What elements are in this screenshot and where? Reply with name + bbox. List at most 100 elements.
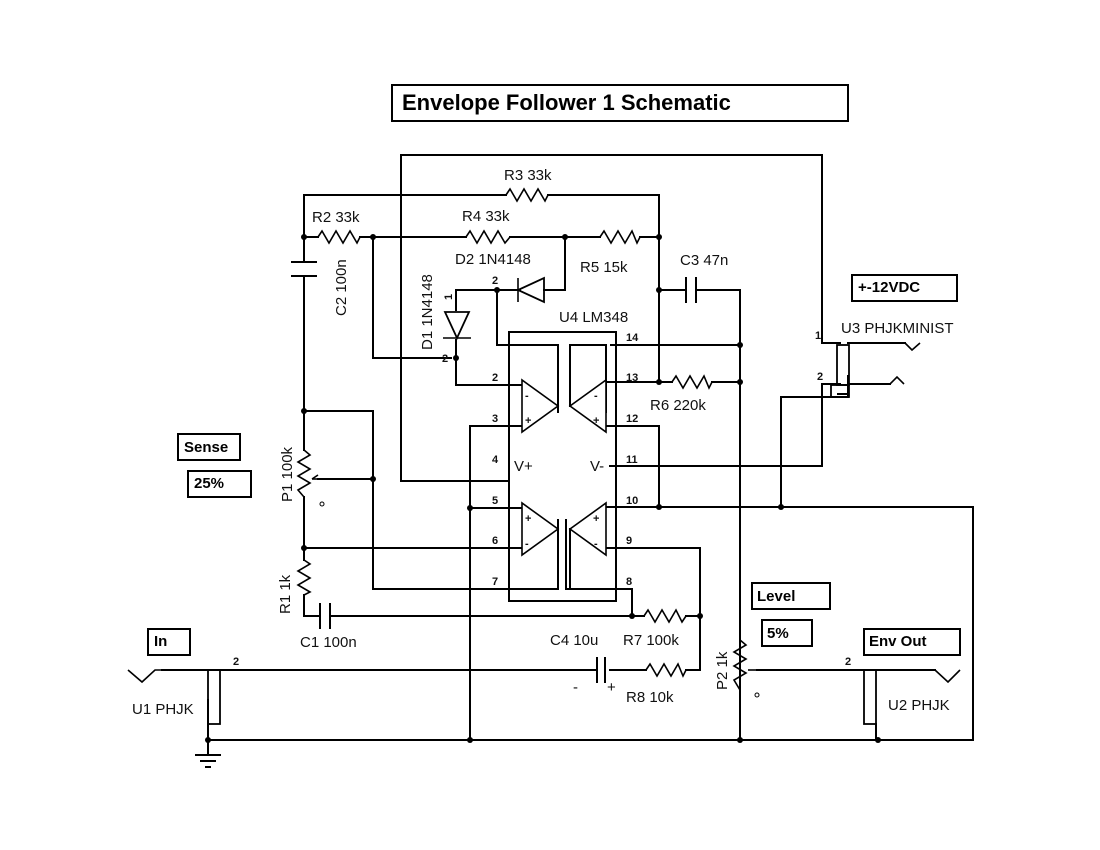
r2-label: R2 33k [312, 209, 360, 226]
svg-text:5: 5 [492, 495, 498, 507]
r8-label: R8 10k [626, 689, 674, 706]
u4-label: U4 LM348 [559, 309, 628, 326]
c4-label: C4 10u [550, 632, 598, 649]
wires [161, 154, 974, 756]
u2-label: U2 PHJK [888, 697, 950, 714]
level-label-box [751, 582, 831, 610]
wire-r1-c1 [303, 594, 321, 617]
opamp-a [521, 378, 560, 434]
svg-text:1: 1 [443, 294, 455, 300]
wire-d1-pin2 [455, 339, 523, 386]
capacitor-c3[interactable]: C3 47n [680, 252, 728, 303]
svg-text:7: 7 [492, 576, 498, 588]
level-label: Level [757, 588, 795, 605]
c3-label: C3 47n [680, 252, 728, 269]
svg-text:+: + [593, 415, 599, 427]
svg-text:12: 12 [626, 413, 638, 425]
svg-text:8: 8 [626, 576, 632, 588]
diode-d2[interactable]: D2 1N4148 2 [455, 251, 545, 304]
sense-label: Sense [184, 439, 228, 456]
resistor-r5[interactable]: R5 15k [580, 229, 641, 276]
r4-label: R4 33k [462, 208, 510, 225]
resistor-r7[interactable]: R7 100k [623, 608, 687, 649]
sense-control[interactable]: Sense 25% [177, 433, 252, 498]
jack-u1-input[interactable]: U1 PHJK 2 [127, 656, 239, 725]
output-label-group: Env Out [863, 628, 961, 656]
wire-r3-right [547, 194, 660, 238]
r5-label: R5 15k [580, 259, 628, 276]
svg-text:-: - [573, 679, 578, 696]
wire-pin11-supply [609, 383, 841, 467]
wire-gnd-u3 [780, 375, 849, 508]
u3-label: U3 PHJKMINIST [841, 320, 954, 337]
svg-text:10: 10 [626, 495, 638, 507]
svg-text:6: 6 [492, 535, 498, 547]
sense-value: 25% [194, 475, 224, 492]
potentiometer-p2[interactable]: P2 1k [714, 639, 760, 698]
svg-text:1: 1 [815, 330, 821, 342]
opamp-d [568, 501, 607, 557]
level-control[interactable]: Level 5% [751, 582, 831, 647]
sense-value-box[interactable] [187, 470, 252, 498]
wire-pin8 [565, 588, 633, 617]
svg-text:+: + [525, 513, 531, 525]
svg-text:13: 13 [626, 372, 638, 384]
wire-r8-right [685, 615, 701, 671]
resistor-r4[interactable]: R4 33k [462, 208, 511, 245]
jack-u2-output[interactable]: U2 PHJK 2 [845, 656, 961, 741]
wire-d2-opout1 [496, 289, 559, 413]
svg-text:9: 9 [626, 535, 632, 547]
svg-text:14: 14 [626, 332, 639, 344]
junction-dots [205, 234, 881, 743]
p1-label: P1 100k [279, 446, 296, 502]
resistor-r1[interactable]: R1 1k [277, 559, 312, 614]
wire-d2-r4 [543, 236, 566, 291]
diode-d1[interactable]: D1 1N4148 1 2 [419, 274, 471, 365]
potentiometer-p1[interactable]: P1 100k [279, 446, 325, 507]
out-label: Env Out [869, 633, 927, 650]
ground-symbol [195, 754, 221, 768]
c2-label: C2 100n [333, 259, 350, 316]
svg-text:2: 2 [845, 656, 851, 668]
power-label: +-12VDC [858, 279, 920, 296]
level-value-box[interactable] [761, 619, 813, 647]
capacitor-c1[interactable]: C1 100n [300, 603, 357, 651]
capacitor-c2[interactable]: C2 100n [291, 259, 350, 316]
resistor-r2[interactable]: R2 33k [312, 209, 361, 245]
d1-label: D1 1N4148 [419, 274, 436, 350]
wire-r2-d1 [372, 236, 452, 359]
wire-vplus-supply [400, 154, 841, 344]
opamp-b [568, 378, 607, 434]
in-label: In [154, 633, 167, 650]
svg-text:-: - [525, 390, 529, 402]
svg-text:2: 2 [492, 275, 498, 287]
vplus-label: V+ [514, 458, 533, 475]
wire-pin9 [605, 547, 701, 617]
capacitor-c4[interactable]: C4 10u - + [550, 632, 616, 696]
svg-text:+: + [525, 415, 531, 427]
out-label-box [863, 628, 961, 656]
level-value: 5% [767, 625, 789, 642]
svg-text:11: 11 [626, 454, 638, 466]
u1-label: U1 PHJK [132, 701, 194, 718]
title-box [391, 84, 849, 122]
svg-text:2: 2 [233, 656, 239, 668]
ic-u4-lm348[interactable]: U4 LM348 - + - + + - + - V+ V- 2 3 4 5 6… [492, 309, 639, 602]
svg-text:-: - [594, 538, 598, 550]
resistor-r8[interactable]: R8 10k [626, 662, 687, 706]
opamp-c [521, 501, 560, 557]
schematic-title: Envelope Follower 1 Schematic [402, 90, 731, 115]
jack-u3-power[interactable]: U3 PHJKMINIST 1 2 [815, 320, 954, 398]
svg-text:-: - [525, 538, 529, 550]
resistor-r6[interactable]: R6 220k [650, 374, 713, 414]
wire-vplus-left [400, 154, 510, 482]
svg-text:4: 4 [492, 454, 499, 466]
r1-label: R1 1k [277, 574, 294, 614]
svg-text:2: 2 [442, 353, 448, 365]
p2-label: P2 1k [714, 651, 731, 690]
r3-label: R3 33k [504, 167, 552, 184]
resistor-r3[interactable]: R3 33k [504, 167, 552, 203]
c1-label: C1 100n [300, 634, 357, 651]
svg-text:+: + [607, 679, 616, 696]
in-label-box [147, 628, 191, 656]
